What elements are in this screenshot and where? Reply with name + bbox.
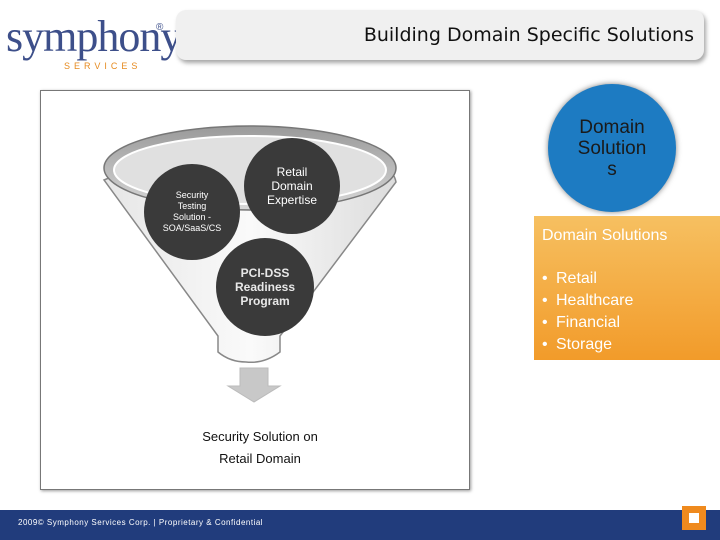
list-item-label: Retail	[556, 270, 597, 287]
retail-line-1: Retail	[276, 165, 308, 179]
list-item: • Retail	[542, 268, 633, 290]
list-item-label: Storage	[556, 336, 613, 353]
bullet-icon: •	[542, 336, 548, 353]
circle-line-3: s	[607, 158, 617, 180]
symphony-logo: symphony ® SERVICES	[6, 14, 182, 72]
down-arrow	[226, 367, 282, 403]
output-line-1: Security Solution on	[202, 429, 318, 444]
list-item-label: Financial	[556, 314, 621, 331]
security-line-2: Testing	[177, 201, 207, 211]
footer-bar	[0, 510, 720, 540]
title-banner: Building Domain Specific Solutions	[176, 10, 704, 60]
pci-line-3: Program	[240, 294, 290, 308]
pci-dss-node: PCI-DSS Readiness Program	[216, 238, 314, 336]
bullet-icon: •	[542, 270, 548, 287]
retail-line-2: Domain	[271, 179, 313, 193]
domain-solutions-circle: Domain Solution s	[548, 84, 676, 212]
output-line-2: Retail Domain	[219, 451, 301, 466]
slide-title: Building Domain Specific Solutions	[363, 24, 694, 46]
panel-title: Domain Solutions	[542, 227, 668, 244]
security-line-3: Solution -	[172, 212, 212, 222]
retail-domain-node: Retail Domain Expertise	[244, 138, 340, 234]
bullet-icon: •	[542, 314, 548, 331]
bullet-icon: •	[542, 292, 548, 309]
footer-copyright: 2009© Symphony Services Corp. | Propriet…	[18, 518, 264, 527]
security-testing-node: Security Testing Solution - SOA/SaaS/CS	[144, 164, 240, 260]
output-label: Security Solution on Retail Domain	[175, 426, 345, 470]
security-line-4: SOA/SaaS/CS	[162, 223, 222, 233]
retail-line-3: Expertise	[266, 193, 318, 207]
footer-logo-mark-icon	[682, 506, 706, 530]
list-item: • Healthcare	[542, 290, 633, 312]
pci-line-1: PCI-DSS	[240, 266, 290, 280]
list-item: • Financial	[542, 312, 633, 334]
domain-solutions-panel: Domain Solutions • Retail • Healthcare • Fi…	[534, 216, 720, 360]
list-item-label: Healthcare	[556, 292, 634, 309]
logo-subtitle: SERVICES	[64, 61, 142, 71]
security-line-1: Security	[175, 190, 209, 200]
circle-line-1: Domain	[579, 116, 645, 138]
circle-line-2: Solution	[577, 137, 647, 159]
pci-line-2: Readiness	[234, 280, 296, 294]
list-item: • Storage	[542, 334, 633, 356]
logo-wordmark: symphony	[6, 12, 182, 61]
domain-list: • Retail • Healthcare • Financial • Storage	[542, 268, 633, 356]
registered-mark: ®	[156, 22, 164, 33]
